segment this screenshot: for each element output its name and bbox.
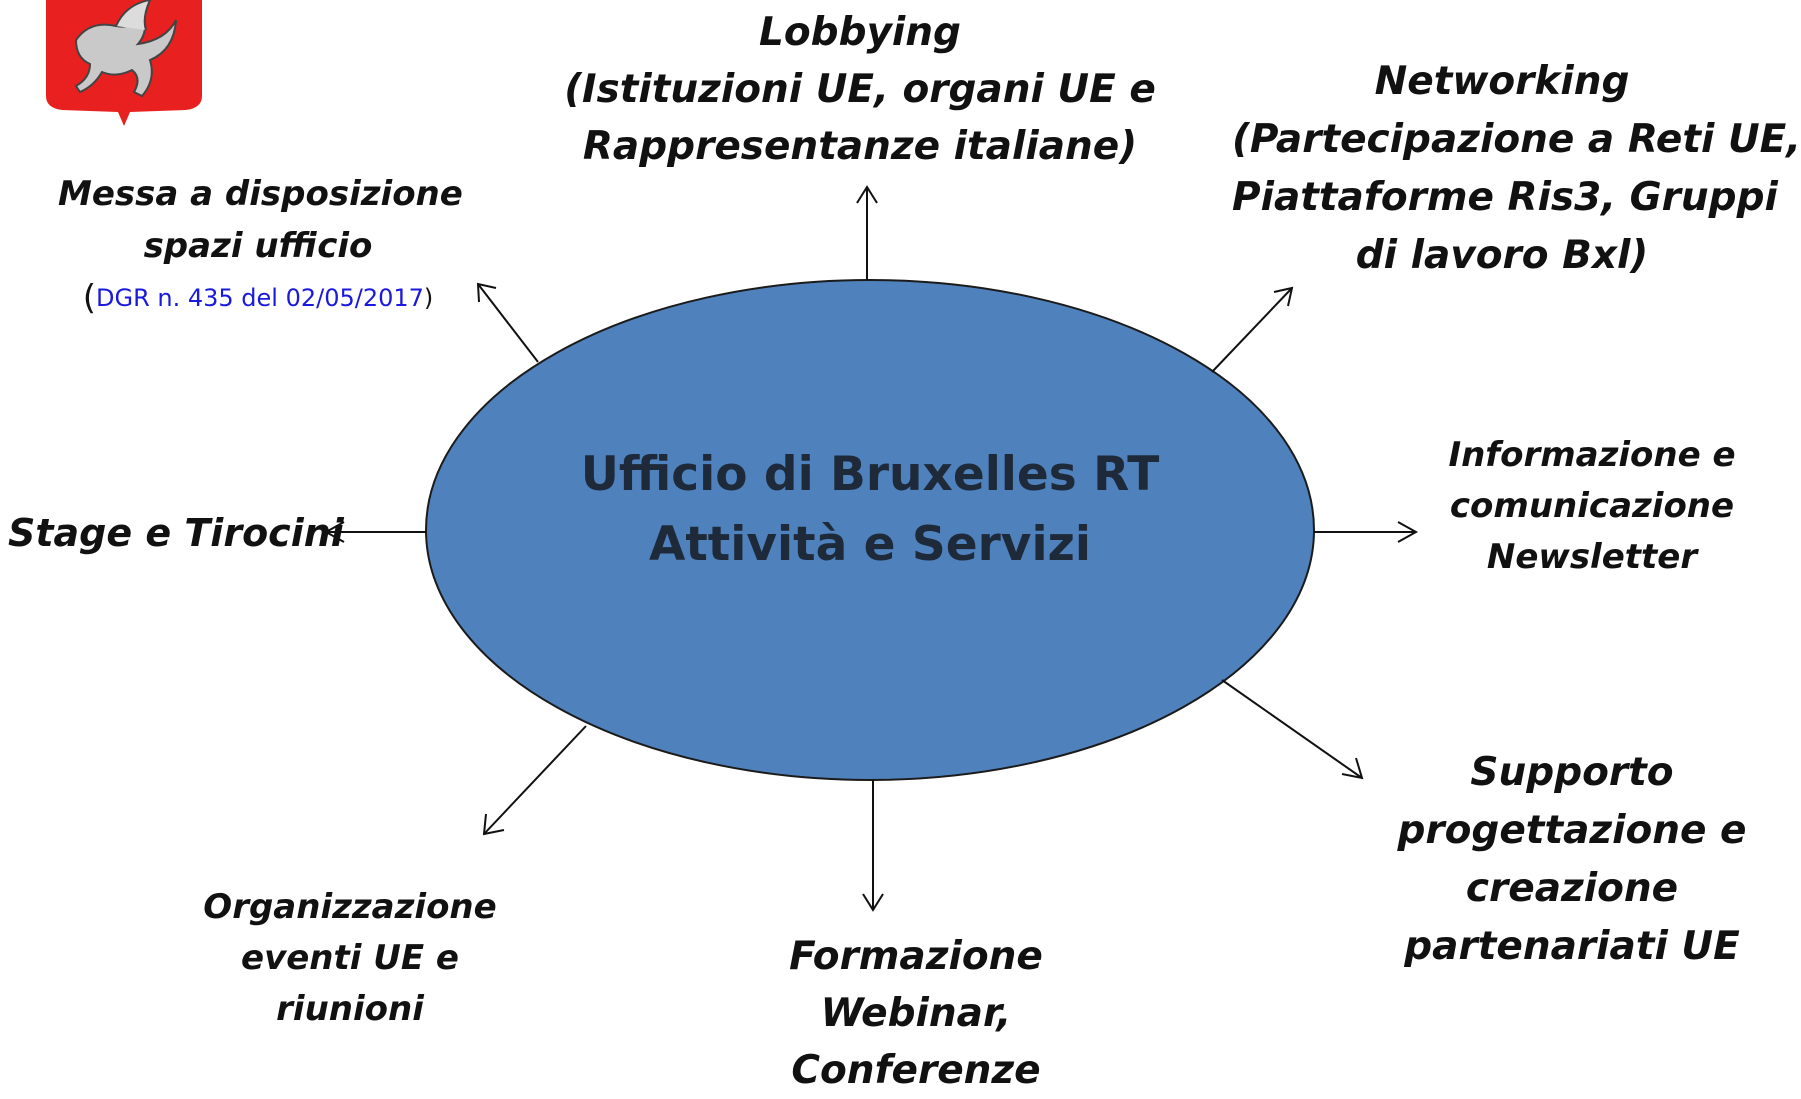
node-internships: Stage e Tirocini	[8, 508, 344, 558]
arrow-information-head	[1397, 521, 1419, 543]
node-networking-line: Piattaforme Ris3, Gruppi	[1232, 175, 1778, 220]
node-project-support: Supporto progettazione e creazione parte…	[1392, 744, 1752, 976]
pegasus-icon	[74, 0, 177, 98]
node-lobbying-line: (Istituzioni UE, organi UE e	[564, 67, 1156, 112]
node-networking-line: Networking	[1374, 59, 1630, 104]
node-networking-line: (Partecipazione a Reti UE,	[1232, 117, 1801, 162]
node-office-space-line: spazi ufficio	[143, 226, 373, 266]
node-networking: Networking (Partecipazione a Reti UE, Pi…	[1232, 53, 1801, 285]
hub-title-line-2: Attività e Servizi	[648, 517, 1092, 572]
arrow-project-support-head	[1341, 757, 1364, 780]
node-networking-line: di lavoro Bxl)	[1355, 233, 1649, 278]
node-information-line: comunicazione	[1449, 486, 1735, 526]
hub-ellipse	[425, 279, 1315, 781]
node-events-line: eventi UE e	[241, 938, 459, 978]
node-information-line: Newsletter	[1486, 537, 1698, 577]
office-space-reference: (DGR n. 435 del 02/05/2017)	[58, 272, 458, 324]
node-project-support-line: progettazione e	[1397, 808, 1747, 853]
arrow-internships-head	[323, 521, 345, 543]
arrow-office-space-head	[476, 282, 497, 303]
ref-open-paren: (	[82, 278, 96, 318]
node-training-line: Formazione	[789, 934, 1043, 979]
node-lobbying-line: Rappresentanze italiane)	[582, 124, 1138, 169]
node-training-line: Conferenze	[791, 1048, 1041, 1093]
arrow-networking	[1211, 287, 1293, 373]
regione-toscana-logo	[46, 0, 202, 126]
arrow-lobbying-head	[856, 185, 878, 204]
node-training-line: Webinar,	[820, 991, 1012, 1036]
node-information-line: Informazione e	[1448, 435, 1736, 475]
hub-title: Ufficio di Bruxelles RT Attività e Servi…	[500, 440, 1240, 580]
node-lobbying: Lobbying (Istituzioni UE, organi UE e Ra…	[560, 4, 1160, 175]
node-internships-line: Stage e Tirocini	[8, 511, 344, 555]
node-office-space-line: Messa a disposizione	[58, 174, 463, 214]
node-events-line: riunioni	[276, 989, 424, 1029]
ref-close-paren: )	[423, 284, 434, 312]
arrow-office-space	[477, 283, 539, 363]
node-events: Organizzazione eventi UE e riunioni	[200, 882, 500, 1035]
arrow-project-support	[1221, 679, 1363, 779]
node-training: Formazione Webinar, Conferenze	[766, 928, 1066, 1099]
node-project-support-line: Supporto	[1470, 750, 1674, 795]
hub-title-line-1: Ufficio di Bruxelles RT	[580, 447, 1160, 502]
node-office-space: Messa a disposizione spazi ufficio (DGR …	[58, 168, 463, 324]
dgr-link[interactable]: DGR n. 435 del 02/05/2017	[95, 284, 424, 312]
arrow-networking-head	[1273, 286, 1294, 307]
arrow-events-head	[482, 813, 505, 836]
node-project-support-line: partenariati UE	[1404, 924, 1740, 969]
hub-diagram	[323, 185, 1419, 912]
node-project-support-line: creazione	[1465, 866, 1679, 911]
node-lobbying-line: Lobbying	[759, 10, 961, 55]
arrow-training-head	[862, 893, 884, 912]
arrow-events	[483, 725, 587, 835]
node-events-line: Organizzazione	[203, 887, 497, 927]
node-information: Informazione e comunicazione Newsletter	[1432, 430, 1752, 583]
